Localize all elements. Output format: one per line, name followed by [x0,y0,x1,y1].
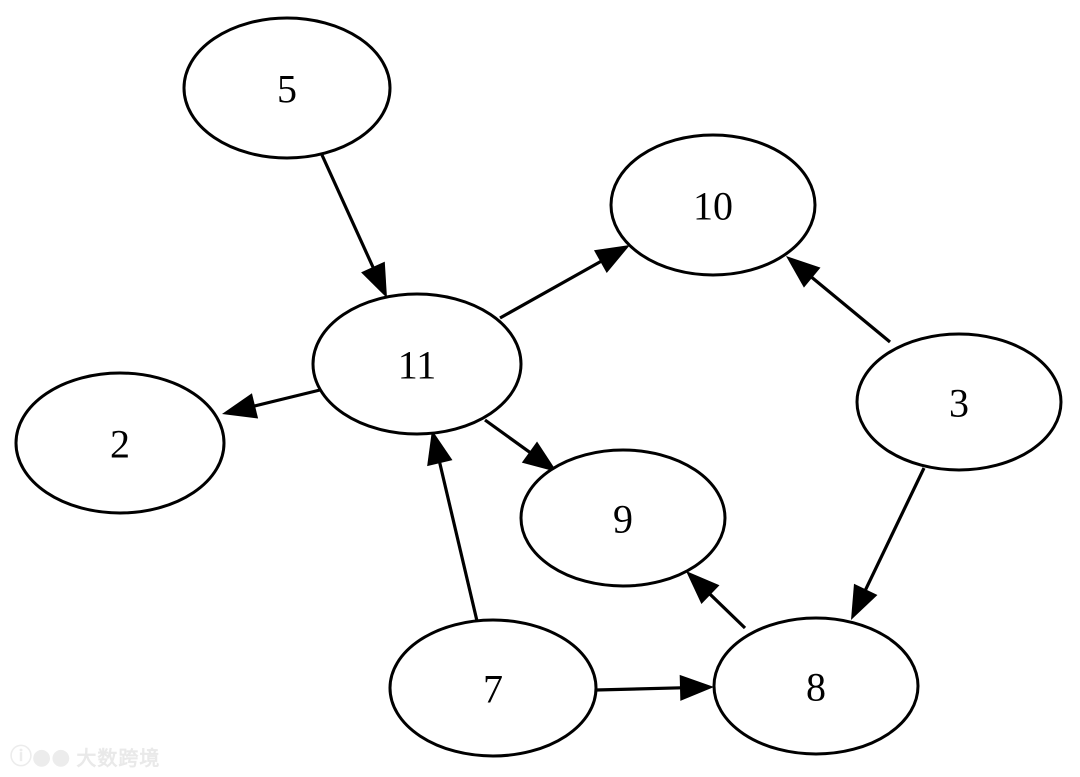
edge-line [320,154,377,274]
edge-3-to-10 [786,256,892,344]
edge-line [484,418,536,457]
arrowhead-icon [427,430,453,467]
node-shape[interactable] [712,616,920,756]
node-label: 3 [949,381,969,426]
edge-7-to-8 [595,674,714,701]
edge-line [248,388,321,409]
edge-line [705,589,747,630]
graph-node-5[interactable]: 5 [182,16,392,160]
graph-node-10[interactable]: 10 [609,133,817,277]
arrowhead-icon [851,583,878,620]
edge-11-to-2 [222,388,321,419]
arrowhead-icon [686,571,720,604]
edge-line [436,456,479,622]
arrowhead-icon [521,441,557,472]
node-label: 8 [806,665,826,710]
arrowhead-icon [786,256,821,288]
edge-11-to-10 [499,245,630,320]
arrowhead-icon [593,245,630,273]
edge-line [861,467,926,596]
node-label: 2 [110,422,130,467]
graph-node-9[interactable]: 9 [519,448,727,588]
node-shape[interactable] [182,16,392,160]
edge-line [499,257,607,320]
arrowhead-icon [361,261,387,298]
edge-3-to-8 [851,467,926,620]
node-shape[interactable] [519,448,727,588]
node-shape[interactable] [388,618,598,758]
edge-line [806,272,892,344]
graph-node-3[interactable]: 3 [855,332,1063,472]
node-shape[interactable] [609,133,817,277]
graph-node-8[interactable]: 8 [712,616,920,756]
arrowhead-icon [222,393,259,419]
node-shape[interactable] [855,332,1063,472]
node-label: 10 [693,184,733,229]
node-label: 5 [277,67,297,112]
graph-node-7[interactable]: 7 [388,618,598,758]
node-shape[interactable] [311,292,523,436]
edge-5-to-11 [320,154,387,298]
nodes-layer: 5 10 11 2 3 9 7 8 [14,16,1063,758]
arrowhead-icon [679,674,714,701]
edge-line [595,686,687,692]
node-shape[interactable] [14,371,226,515]
edge-7-to-11 [427,430,479,622]
edge-11-to-9 [484,418,557,472]
edges-layer [222,154,926,701]
node-label: 11 [398,343,437,388]
edge-8-to-9 [686,571,747,630]
graph-node-11[interactable]: 11 [311,292,523,436]
node-label: 7 [483,667,503,712]
node-label: 9 [613,497,633,542]
graph-node-2[interactable]: 2 [14,371,226,515]
